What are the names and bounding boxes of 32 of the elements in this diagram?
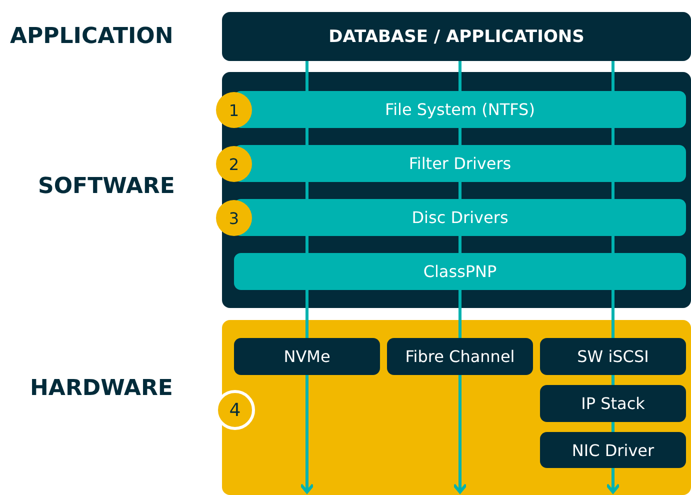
connector-line [458,182,462,199]
arrow [300,375,314,494]
connector-line [306,128,308,145]
connector-line [458,236,462,253]
component-box: SW iSCSI [540,338,686,375]
connector-line [612,61,614,91]
layer-label: HARDWARE [30,376,173,401]
connector-line [612,290,614,338]
connector-line [612,128,614,145]
connector-line [306,61,308,91]
component-box: Fibre Channel [387,338,533,375]
component-box: IP Stack [540,385,686,422]
connector-line [612,236,614,253]
connector-line [458,290,462,338]
component-box: NVMe [234,338,380,375]
layer-label: SOFTWARE [38,174,175,199]
connector-line [612,182,614,199]
software-panel [222,72,691,308]
connector-line [612,422,614,432]
hardware-panel [222,320,691,495]
connector-line [458,128,462,145]
arrow [606,468,620,494]
arrow [452,375,468,494]
component-box: NIC Driver [540,432,686,468]
connector-line [306,182,308,199]
connector-line [306,236,308,253]
connector-line [612,375,614,385]
connector-line [306,290,308,338]
connector-line [458,61,462,91]
header-box: DATABASE / APPLICATIONS [222,12,691,61]
layer-bar: ClassPNP [234,253,686,290]
layer-label: APPLICATION [10,24,174,49]
